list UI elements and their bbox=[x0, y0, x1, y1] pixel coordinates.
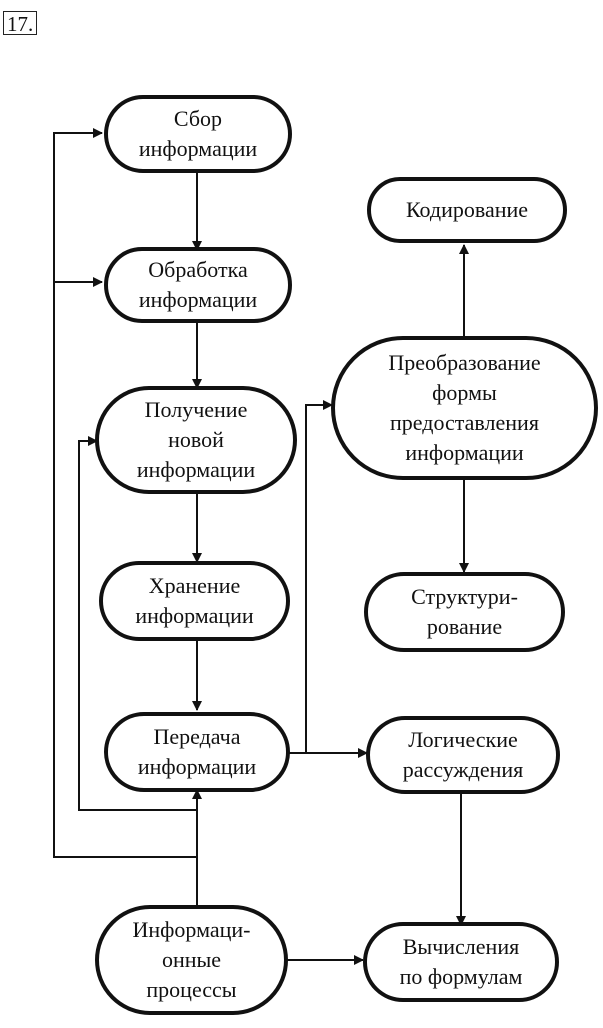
figure-number: 17. bbox=[3, 11, 37, 36]
node-process: Обработка информации bbox=[104, 247, 292, 323]
edge-processes-collect bbox=[53, 128, 197, 858]
node-text: Логические bbox=[408, 727, 518, 752]
node-text: Хранение bbox=[148, 573, 241, 598]
node-coding: Кодирование bbox=[367, 177, 567, 243]
node-calc: Вычисления по формулам bbox=[363, 922, 559, 1002]
node-text: Преобразование bbox=[388, 350, 541, 375]
node-text: Вычисления bbox=[402, 934, 520, 959]
node-transfer: Передача информации bbox=[104, 712, 290, 792]
node-text: информации bbox=[137, 754, 257, 779]
node-text: предоставления bbox=[390, 410, 539, 435]
node-structuring: Структури-рование bbox=[364, 572, 565, 652]
node-obtain: Получение новой информации bbox=[95, 386, 297, 494]
node-text: информации bbox=[405, 440, 524, 465]
node-text: формы bbox=[432, 380, 497, 405]
node-text: онные bbox=[161, 947, 222, 972]
node-text: информации bbox=[138, 136, 258, 161]
node-collect: Сбор информации bbox=[104, 95, 292, 173]
node-text: информации bbox=[138, 287, 258, 312]
node-text: Получение bbox=[144, 397, 248, 422]
node-text: процессы bbox=[146, 977, 237, 1002]
node-text: Структури- bbox=[411, 584, 518, 609]
node-text: рование bbox=[426, 614, 503, 639]
edge-processes-obtain bbox=[78, 436, 197, 811]
node-text: Сбор bbox=[173, 106, 223, 131]
node-info-processes: Информаци-онные процессы bbox=[95, 905, 288, 1015]
node-text: по формулам bbox=[399, 964, 523, 989]
node-text: информации bbox=[135, 603, 254, 628]
node-transform: Преобразование формы предоставления информа… bbox=[331, 336, 598, 480]
node-store: Хранение информации bbox=[99, 561, 290, 641]
node-text: Обработка bbox=[148, 257, 248, 282]
node-text: новой bbox=[168, 427, 224, 452]
node-text: рассуждения bbox=[402, 757, 524, 782]
node-text: Передача bbox=[153, 724, 241, 749]
node-text: Информаци- bbox=[132, 917, 251, 942]
node-text: Кодирование bbox=[405, 197, 529, 222]
node-logic: Логические рассуждения bbox=[366, 716, 560, 794]
node-text: информации bbox=[136, 457, 256, 482]
edge-transfer-transform bbox=[305, 400, 333, 753]
